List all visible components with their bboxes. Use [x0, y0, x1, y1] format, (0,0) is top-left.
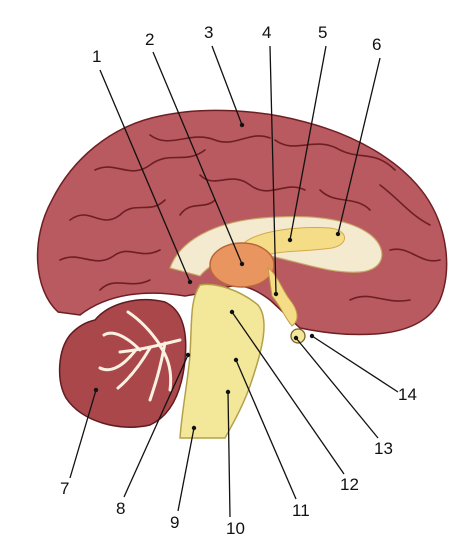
label-7: 7: [60, 479, 69, 498]
leader-line-7: [69, 389, 97, 479]
leader-dot-13: [293, 335, 299, 341]
leader-lines: [69, 45, 399, 518]
leader-line-8: [123, 354, 189, 498]
leader-dot-6: [335, 231, 341, 237]
label-5: 5: [318, 23, 327, 42]
label-6: 6: [372, 35, 381, 54]
leader-dot-9: [191, 425, 197, 431]
leader-dot-8: [185, 352, 191, 358]
leader-dot-7: [93, 387, 99, 393]
leader-dot-12: [229, 309, 235, 315]
leader-dot-4: [273, 291, 279, 297]
leader-line-4: [269, 45, 277, 295]
brainstem: [179, 283, 265, 439]
label-13: 13: [374, 439, 393, 458]
label-9: 9: [170, 513, 179, 532]
label-12: 12: [340, 475, 359, 494]
label-11: 11: [292, 501, 310, 520]
leader-dot-14: [309, 333, 315, 339]
label-14: 14: [398, 385, 417, 404]
leader-dot-5: [287, 237, 293, 243]
label-2: 2: [145, 30, 154, 49]
label-8: 8: [116, 499, 125, 518]
leader-line-3: [211, 45, 243, 126]
leader-line-12: [231, 311, 345, 475]
cortex-gyri: [59, 134, 441, 302]
label-3: 3: [204, 23, 213, 42]
leader-line-9: [177, 427, 195, 512]
leader-dot-3: [239, 122, 245, 128]
leader-dot-11: [233, 357, 239, 363]
leader-line-14: [311, 335, 399, 393]
leader-line-5: [289, 45, 327, 241]
leader-dot-2: [239, 261, 245, 267]
leader-line-1: [99, 69, 191, 283]
leader-line-13: [295, 337, 379, 439]
label-1: 1: [92, 47, 101, 66]
label-4: 4: [262, 23, 271, 42]
leader-line-11: [235, 359, 297, 500]
label-10: 10: [226, 519, 245, 538]
leader-dot-10: [225, 389, 231, 395]
leader-line-6: [337, 57, 381, 235]
leader-line-10: [227, 391, 231, 518]
leader-dot-1: [187, 279, 193, 285]
arbor-vitae: [98, 310, 182, 402]
leader-line-2: [152, 51, 243, 265]
